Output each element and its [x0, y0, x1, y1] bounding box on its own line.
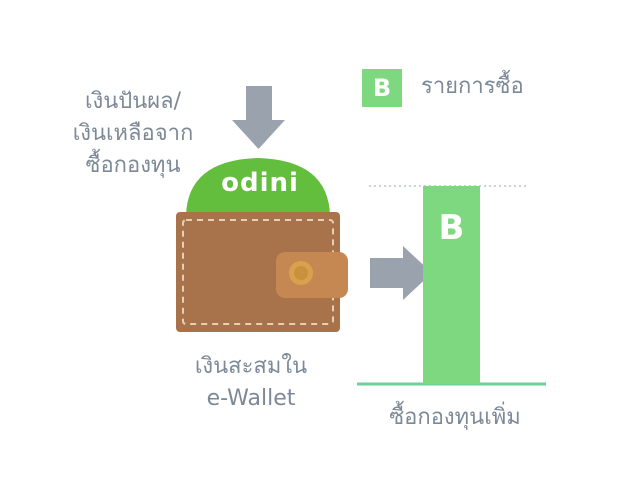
right-arrow-icon	[370, 246, 432, 300]
wallet-caption-line-2: e-Wallet	[206, 386, 296, 411]
legend-letter: B	[372, 74, 392, 102]
source-line-1: เงินปันผล/	[84, 89, 182, 114]
wallet-caption-line-1: เงินสะสมใน	[194, 354, 308, 379]
odini-logo-shape	[186, 158, 330, 215]
source-line-3: ซื้อกองทุน	[85, 153, 181, 178]
purchase-caption: ซื้อกองทุนเพิ่ม	[389, 405, 521, 430]
wallet-caption: เงินสะสมใน e-Wallet	[156, 351, 346, 415]
purchase-bar-letter: B	[438, 208, 465, 248]
source-line-2: เงินเหลือจาก	[72, 121, 194, 146]
legend-swatch: B	[362, 69, 402, 107]
odini-logo-text: odini	[221, 168, 299, 198]
down-arrow-icon	[232, 86, 285, 149]
purchase-bar: B	[423, 186, 480, 384]
legend-label: รายการซื้อ	[421, 74, 524, 99]
source-text: เงินปันผล/ เงินเหลือจาก ซื้อกองทุน	[38, 86, 228, 182]
wallet-icon	[176, 212, 348, 332]
